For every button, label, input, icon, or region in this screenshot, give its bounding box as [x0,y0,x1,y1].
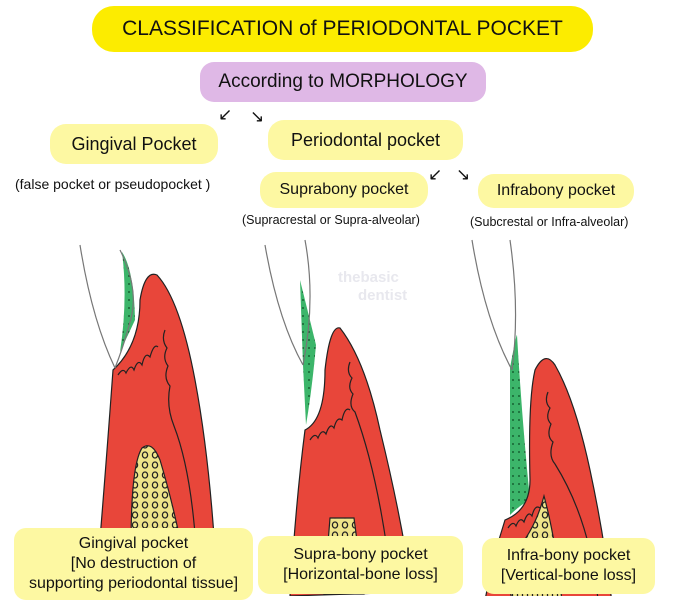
gingival-pocket-note: (false pocket or pseudopocket ) [15,176,211,192]
suprabony-pocket-label: Suprabony pocket [279,181,409,198]
caption-line: [No destruction of [70,555,197,572]
suprabony-pocket-box: Suprabony pocket [260,172,428,208]
arrow-left-icon: ↙ [218,105,233,124]
watermark-text: dentist [358,287,407,304]
caption-line: [Vertical-bone loss] [500,567,637,584]
suprabony-note: (Supracrestal or Supra-alveolar) [242,213,420,227]
caption-line: Infra-bony pocket [506,547,631,564]
caption-line: Supra-bony pocket [293,546,428,563]
caption-line: [Horizontal-bone loss] [283,566,438,583]
caption-infrabony: Infra-bony pocket [Vertical-bone loss] [482,538,655,594]
periodontal-pocket-label: Periodontal pocket [290,129,441,150]
watermark-logo: thebasic dentist [338,269,407,304]
watermark-text: thebasic [338,269,399,286]
title-box: CLASSIFICATION of PERIODONTAL POCKET [92,6,593,52]
infrabony-pocket-box: Infrabony pocket [478,174,634,208]
criterion: According to MORPHOLOGY [218,71,468,92]
title: CLASSIFICATION of PERIODONTAL POCKET [122,17,563,40]
infrabony-note: (Subcrestal or Infra-alveolar) [470,215,629,229]
criterion-box: According to MORPHOLOGY [200,62,486,102]
caption-gingival: Gingival pocket [No destruction of suppo… [14,528,253,600]
gingival-pocket-label: Gingival Pocket [71,133,197,154]
caption-suprabony: Supra-bony pocket [Horizontal-bone loss] [258,536,463,594]
arrow-right-icon: ↘ [456,165,471,184]
periodontal-pocket-box: Periodontal pocket [268,120,463,160]
caption-line: supporting periodontal tissue] [28,575,239,592]
gingival-pocket-box: Gingival Pocket [50,124,218,164]
caption-line: Gingival pocket [78,535,189,552]
arrow-right-icon: ↘ [250,107,265,126]
arrow-left-icon: ↙ [428,165,443,184]
infrabony-pocket-label: Infrabony pocket [496,182,616,199]
